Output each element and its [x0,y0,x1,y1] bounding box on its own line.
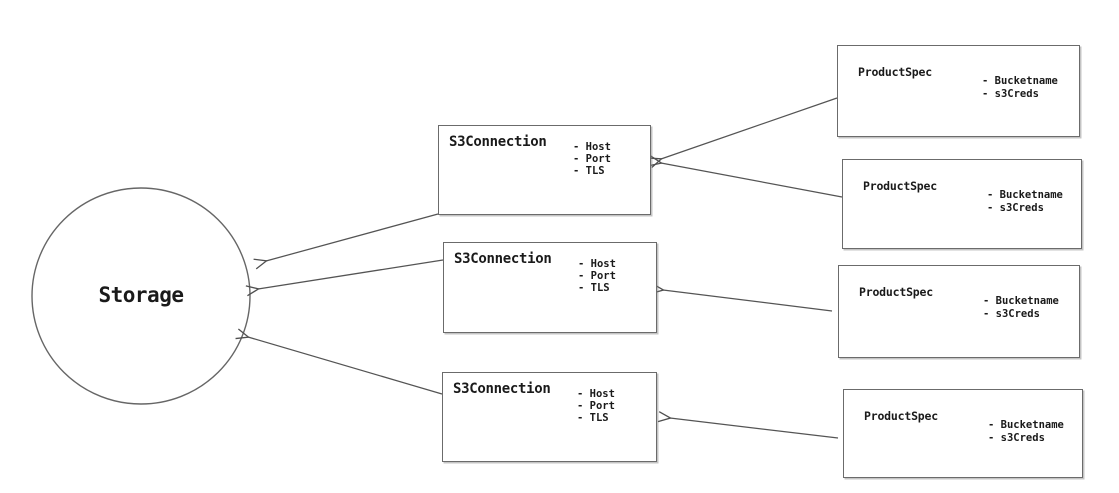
attribute-port: - Port [578,270,616,283]
s3-connection-attributes: - Host- Port- TLS [573,141,611,178]
product-spec-attributes: - Bucketname- s3Creds [983,295,1059,321]
s3-connection-node-3: S3Connection - Host- Port- TLS [442,372,657,462]
storage-node-label: Storage [98,283,184,307]
edge-s3connection3-storage [235,328,443,395]
attribute-s3creds: - s3Creds [982,88,1039,100]
edge-productspec2-s3connection1 [648,155,843,198]
edge-productspec4-s3connection3 [657,411,839,439]
attribute-bucketname: - Bucketname [987,189,1063,201]
product-spec-attributes: - Bucketname- s3Creds [982,75,1058,101]
edge-productspec3-s3connection2 [650,283,833,312]
s3-connection-attributes: - Host- Port- TLS [577,388,615,425]
edge-productspec1-s3connection1 [648,97,838,168]
product-spec-title: ProductSpec [858,65,932,79]
attribute-host: - Host [573,141,611,153]
attribute-bucketname: - Bucketname [982,75,1058,87]
s3-connection-title: S3Connection [453,381,551,397]
product-spec-attributes: - Bucketname- s3Creds [987,189,1063,215]
attribute-tls: - TLS [577,412,609,425]
product-spec-title: ProductSpec [863,179,937,193]
edge-s3connection1-storage [253,213,439,270]
attribute-s3creds: - s3Creds [983,308,1040,320]
attribute-tls: - TLS [573,165,605,178]
s3-connection-title: S3Connection [454,251,552,267]
product-spec-node-2: ProductSpec - Bucketname- s3Creds [842,159,1082,249]
s3-connection-node-2: S3Connection - Host- Port- TLS [443,242,657,333]
edge-s3connection2-storage [245,259,444,297]
s3-connection-attributes: - Host- Port- TLS [578,258,616,295]
attribute-port: - Port [573,153,611,166]
attribute-host: - Host [577,388,615,400]
product-spec-node-1: ProductSpec - Bucketname- s3Creds [837,45,1080,137]
product-spec-node-3: ProductSpec - Bucketname- s3Creds [838,265,1080,358]
attribute-s3creds: - s3Creds [988,432,1045,444]
attribute-bucketname: - Bucketname [988,419,1064,431]
product-spec-node-4: ProductSpec - Bucketname- s3Creds [843,389,1083,478]
attribute-tls: - TLS [578,282,610,295]
s3-connection-title: S3Connection [449,134,547,150]
product-spec-title: ProductSpec [859,285,933,299]
s3-connection-node-1: S3Connection - Host- Port- TLS [438,125,651,215]
product-spec-title: ProductSpec [864,409,938,423]
product-spec-attributes: - Bucketname- s3Creds [988,419,1064,445]
attribute-port: - Port [577,400,615,413]
attribute-host: - Host [578,258,616,270]
attribute-s3creds: - s3Creds [987,202,1044,214]
attribute-bucketname: - Bucketname [983,295,1059,307]
